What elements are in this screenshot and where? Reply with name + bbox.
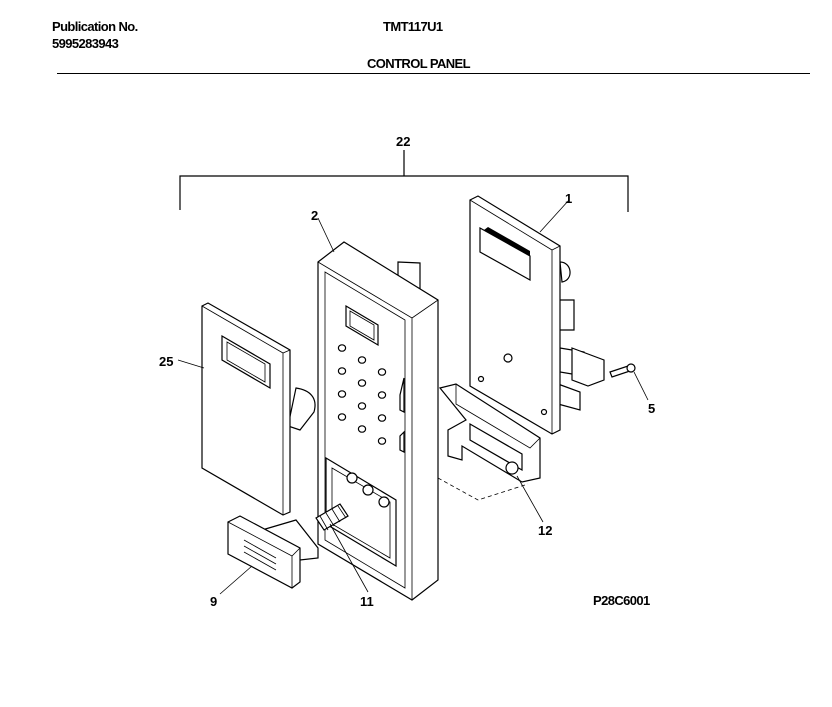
callout-2: 2 xyxy=(311,208,318,223)
frame-part xyxy=(317,241,439,601)
overlay-part xyxy=(201,302,316,516)
publication-number: 5995283943 xyxy=(52,36,119,51)
diagram-code: P28C6001 xyxy=(593,593,650,608)
leader-screw xyxy=(633,371,649,401)
leader-frame xyxy=(317,217,335,253)
callout-12: 12 xyxy=(538,523,552,538)
callout-22: 22 xyxy=(396,134,410,149)
screw-part xyxy=(609,363,636,378)
callout-9: 9 xyxy=(210,594,217,609)
header-rule xyxy=(57,73,810,74)
leader-button xyxy=(219,565,253,595)
callout-25: 25 xyxy=(159,354,173,369)
assembly-bracket xyxy=(179,150,629,212)
publication-label: Publication No. xyxy=(52,19,138,34)
leader-bracket xyxy=(516,475,544,523)
section-title: CONTROL PANEL xyxy=(367,56,471,71)
model-number: TMT117U1 xyxy=(383,19,443,34)
leader-spring xyxy=(329,523,369,593)
leader-overlay xyxy=(177,359,205,369)
pcb-part xyxy=(469,195,605,435)
bracket-part xyxy=(437,383,541,501)
button-part xyxy=(227,515,319,589)
keypad-holes xyxy=(337,344,387,445)
spring-part xyxy=(315,503,349,531)
callout-5: 5 xyxy=(648,401,655,416)
callout-1: 1 xyxy=(565,191,572,206)
callout-11: 11 xyxy=(360,594,374,609)
leader-pcb xyxy=(539,199,570,233)
